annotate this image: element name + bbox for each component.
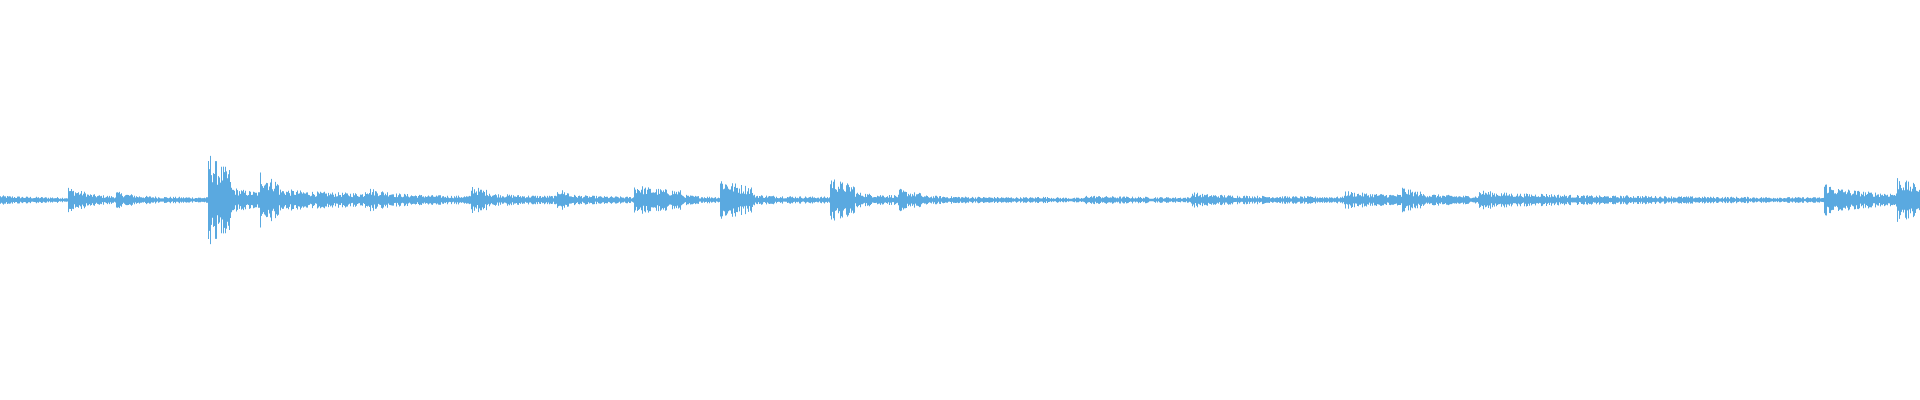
waveform-peak-path [0, 155, 1920, 245]
waveform-peaks [0, 155, 1920, 245]
